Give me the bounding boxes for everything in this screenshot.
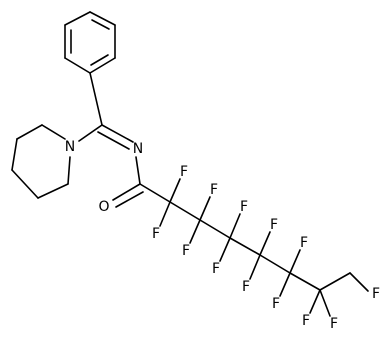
fluorine-label: F — [152, 226, 160, 242]
fluorine-label: F — [372, 286, 380, 302]
imine-nitrogen-label: N — [133, 141, 143, 157]
piperidine-ring — [11, 124, 71, 199]
amidine-core — [78, 72, 134, 150]
fluorine-label: F — [302, 313, 310, 329]
fluorine-label: F — [210, 182, 218, 198]
fluorine-label: F — [300, 235, 308, 251]
fluorine-label: F — [240, 199, 248, 215]
fluorine-label: F — [182, 243, 190, 259]
perfluoro-chain — [159, 178, 369, 317]
fluorine-label: F — [212, 261, 220, 277]
piperidine-nitrogen-label: N — [65, 139, 75, 155]
phenyl-ring — [64, 11, 116, 74]
fluorine-label: F — [242, 279, 250, 295]
amide-group — [112, 156, 171, 208]
fluorine-label: F — [330, 316, 338, 332]
fluorine-label: F — [272, 296, 280, 312]
carbonyl-oxygen-label: O — [98, 199, 109, 215]
fluorine-label: F — [270, 217, 278, 233]
fluorine-label: F — [180, 164, 188, 180]
